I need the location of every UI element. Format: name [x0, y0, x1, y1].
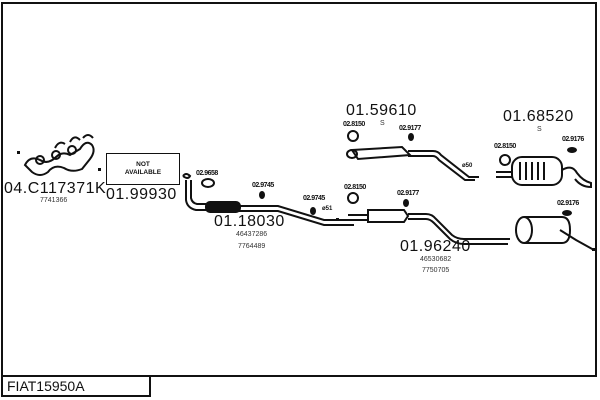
fitting-label[interactable]: 02.9176	[562, 136, 584, 143]
not-available-box: NOT AVAILABLE	[106, 153, 180, 185]
fitting-label[interactable]: 02.8150	[343, 121, 365, 128]
part-ref-front-pipe-2: 7764489	[238, 243, 266, 250]
part-number-rear-silencer[interactable]: 01.68520	[503, 108, 574, 125]
part-number-middle-silencer[interactable]: 01.59610	[346, 102, 417, 119]
fitting-label[interactable]: 02.9177	[399, 125, 421, 132]
hanger-02-9176	[562, 210, 572, 216]
diameter-label: ø50	[462, 163, 473, 169]
part-number-rear-pipe[interactable]: 01.96240	[400, 238, 471, 255]
part-number-manifold[interactable]: 04.C117371K	[4, 180, 107, 197]
clamp-02-8150	[347, 130, 359, 142]
fitting-label[interactable]: 02.8150	[494, 143, 516, 150]
not-available-line2: AVAILABLE	[124, 169, 162, 176]
marker-square	[17, 151, 20, 154]
clamp-02-8150	[347, 192, 359, 204]
rear-pipe-assembly	[348, 209, 595, 251]
part-ref-manifold: 7741366	[40, 197, 68, 204]
hanger-02-9177	[408, 133, 414, 141]
middle-silencer-assembly	[346, 145, 479, 181]
fitting-label[interactable]: 02.9177	[397, 190, 419, 197]
not-available-line1: NOT	[136, 161, 150, 168]
part-number-front-pipe[interactable]: 01.18030	[214, 213, 285, 230]
part-suffix-middle-silencer: S	[380, 120, 385, 127]
rear-silencer-assembly	[496, 156, 592, 189]
fitting-label[interactable]: 02.9745	[252, 182, 274, 189]
pipe-end	[336, 218, 339, 221]
diagram-code: FIAT15950A	[1, 377, 151, 397]
part-number-not-available[interactable]: 01.99930	[106, 186, 177, 203]
fitting-label[interactable]: 02.9176	[557, 200, 579, 207]
part-ref-rear-pipe-2: 7750705	[422, 267, 450, 274]
fitting-label[interactable]: 02.9745	[303, 195, 325, 202]
hanger-02-9745	[310, 207, 316, 215]
front-catalyst	[205, 201, 241, 213]
diameter-label: ø51	[322, 206, 333, 212]
hanger-02-9177	[403, 199, 409, 207]
diagram-frame	[1, 2, 597, 377]
fitting-label[interactable]: 02.9658	[196, 170, 218, 177]
marker-square	[98, 168, 101, 171]
hanger-02-9658	[201, 178, 215, 188]
exhaust-manifold	[23, 134, 95, 176]
hanger-02-9176	[567, 147, 577, 153]
part-ref-front-pipe-1: 46437286	[236, 231, 268, 238]
pipe-end	[592, 248, 595, 251]
hanger-02-9745	[259, 191, 265, 199]
part-suffix-rear-silencer: S	[537, 126, 542, 133]
fitting-label[interactable]: 02.8150	[344, 184, 366, 191]
part-ref-rear-pipe-1: 46530682	[420, 256, 452, 263]
clamp-02-8150	[499, 154, 511, 166]
